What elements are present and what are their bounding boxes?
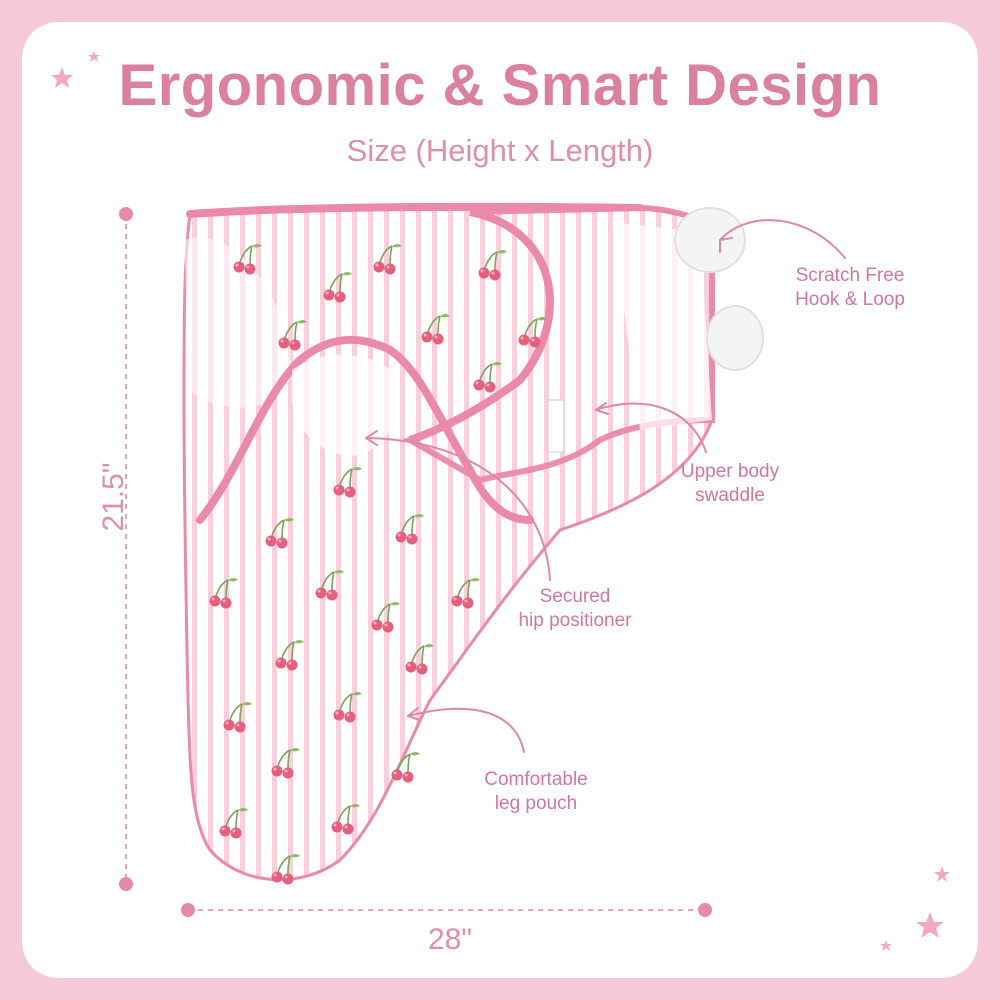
star-icon <box>51 51 950 951</box>
hip-positioner-callout: Secured hip positioner <box>490 585 660 633</box>
callout-line: Scratch Free <box>795 265 905 286</box>
callout-line: swaddle <box>695 485 765 506</box>
hook-loop-tabs <box>674 207 764 371</box>
height-dimension-label: 21.5" <box>97 462 130 532</box>
upper-body-callout: Upper body swaddle <box>650 460 810 508</box>
page-title: Ergonomic & Smart Design <box>118 53 882 118</box>
height-dimension-line <box>119 207 133 891</box>
length-dimension-label: 28" <box>427 923 473 956</box>
callout-line: Comfortable <box>484 769 588 790</box>
page-subtitle: Size (Height x Length) <box>346 133 654 168</box>
swaddle-body <box>182 202 764 882</box>
callout-line: Hook & Loop <box>795 289 905 310</box>
length-dimension-line <box>181 903 712 917</box>
callout-line: Upper body <box>680 461 780 482</box>
leg-pouch-callout: Comfortable leg pouch <box>456 768 616 816</box>
callout-line: hip positioner <box>518 610 632 631</box>
scratch-free-callout: Scratch Free Hook & Loop <box>770 264 930 312</box>
callout-line: Secured <box>539 586 611 607</box>
callout-arrows <box>365 219 846 753</box>
callout-line: leg pouch <box>494 793 578 814</box>
